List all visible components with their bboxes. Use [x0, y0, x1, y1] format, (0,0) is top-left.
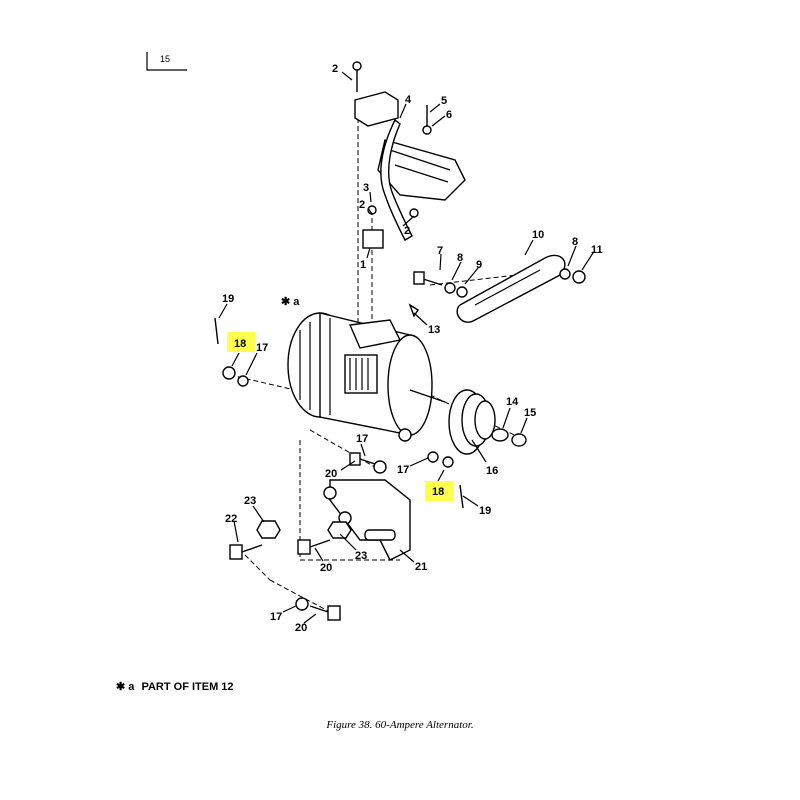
callout-18: 18	[234, 338, 246, 350]
callout-17: 17	[356, 433, 368, 445]
callout-21: 21	[415, 561, 427, 573]
callout-2: 2	[404, 225, 410, 237]
callout-20: 20	[295, 622, 307, 634]
page-number: 15	[160, 54, 170, 64]
callout-2: 2	[332, 63, 338, 75]
callout-10: 10	[532, 229, 544, 241]
callout-8: 8	[572, 236, 578, 248]
callout-23: 23	[244, 495, 256, 507]
callout-8: 8	[457, 252, 463, 264]
footnote-marker: ✱ a	[116, 681, 135, 693]
callout-17: 17	[270, 611, 282, 623]
callout-6: 6	[446, 109, 452, 121]
callout-13: 13	[428, 324, 440, 336]
callout-2: 2	[359, 199, 365, 211]
callout-18: 18	[432, 486, 444, 498]
pulley	[448, 389, 527, 455]
callout-9: 9	[476, 259, 482, 271]
page-number-box: 15	[146, 52, 187, 71]
callout-20: 20	[325, 468, 337, 480]
figure-caption: Figure 38. 60-Ampere Alternator.	[326, 719, 474, 731]
callout-labels: 2 4 5 6 3 2 2 1 10 7 8 9 8 11 19 13 18 1…	[222, 63, 603, 634]
callout-22: 22	[225, 513, 237, 525]
callout-3: 3	[363, 182, 369, 194]
adjusting-strap	[413, 254, 586, 323]
callout-19: 19	[222, 293, 234, 305]
callout-17: 17	[397, 464, 409, 476]
callout-14: 14	[506, 396, 519, 408]
callout-7: 7	[437, 245, 443, 257]
alternator-body	[287, 312, 446, 442]
callout-5: 5	[441, 95, 447, 107]
regulator-assembly	[352, 61, 466, 249]
callout-11: 11	[591, 244, 603, 256]
callout-23: 23	[355, 550, 367, 562]
left-hardware	[214, 303, 419, 387]
footnote: ✱ a PART OF ITEM 12	[116, 680, 234, 693]
leader-lines	[218, 71, 594, 624]
callout-15: 15	[524, 407, 536, 419]
callout-19: 19	[479, 505, 491, 517]
alternator-callout: ✱ a	[281, 296, 300, 308]
callout-20: 20	[320, 562, 332, 574]
callout-4: 4	[405, 94, 412, 106]
bottom-hardware	[229, 451, 464, 621]
callout-16: 16	[486, 465, 498, 477]
mounting-bracket	[323, 479, 411, 561]
callout-1: 1	[360, 259, 366, 271]
callout-17: 17	[256, 342, 268, 354]
footnote-text: PART OF ITEM 12	[141, 681, 234, 693]
highlight-box	[425, 481, 453, 501]
highlight-box	[227, 332, 255, 352]
